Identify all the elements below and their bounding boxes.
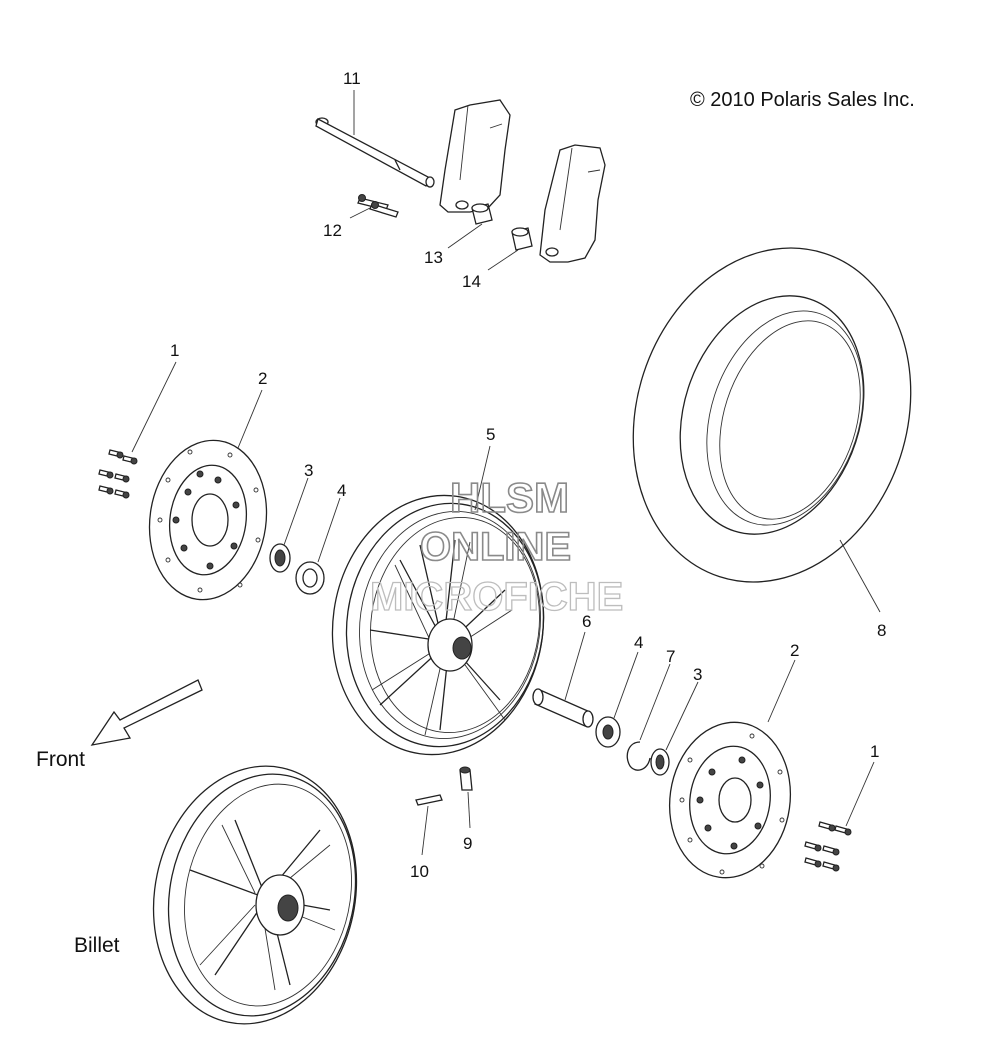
wheel-weight-part-10 (415, 794, 443, 806)
copyright-text: © 2010 Polaris Sales Inc. (690, 89, 915, 111)
fork-leg-left (439, 99, 511, 213)
seal-left-part-3 (269, 543, 291, 573)
callout-4-right: 4 (634, 633, 643, 652)
callout-1-right: 1 (870, 742, 879, 761)
spacer-part-14 (511, 227, 533, 251)
callout-7: 7 (666, 647, 675, 666)
spacer-tube-part-6 (532, 688, 594, 728)
bearing-left-part-4 (295, 561, 325, 595)
front-direction-arrow (90, 679, 203, 746)
pinch-bolts-part-12 (357, 194, 399, 218)
front-wheel-part-5 (331, 494, 545, 756)
callout-4-left: 4 (337, 481, 346, 500)
watermark-line-1: HLSM (450, 474, 569, 521)
callout-12: 12 (323, 221, 342, 240)
callout-6: 6 (582, 612, 591, 631)
callout-2-right: 2 (790, 641, 799, 660)
callout-5: 5 (486, 425, 495, 444)
front-label: Front (36, 748, 85, 771)
billet-wheel (152, 765, 358, 1025)
callout-14: 14 (462, 272, 481, 291)
callout-1-left: 1 (170, 341, 179, 360)
seal-right-part-3 (650, 748, 670, 776)
callout-11: 11 (343, 69, 361, 88)
fork-leg-right (539, 144, 606, 263)
rotor-bolts-left-part-1 (98, 449, 138, 499)
callout-13: 13 (424, 248, 443, 267)
tire-part-8 (632, 247, 912, 583)
callout-3-right: 3 (693, 665, 702, 684)
watermark: HLSM ONLINE MICROFICHE (369, 473, 624, 619)
rotor-bolts-right-part-1 (804, 821, 852, 872)
brake-disc-left-part-2 (148, 439, 268, 601)
callout-2-left: 2 (258, 369, 267, 388)
bearing-right-part-4 (595, 716, 621, 748)
billet-label: Billet (74, 934, 120, 957)
callout-3-left: 3 (304, 461, 313, 480)
spacer-part-13 (471, 203, 493, 225)
callout-9: 9 (463, 834, 472, 853)
callout-8: 8 (877, 621, 886, 640)
valve-stem-part-9 (459, 766, 473, 791)
watermark-line-3: MICROFICHE (370, 575, 623, 619)
brake-disc-right-part-2 (668, 721, 792, 879)
callout-10: 10 (410, 862, 429, 881)
circlip-part-7 (626, 741, 651, 771)
axle-part-11 (315, 117, 435, 188)
watermark-line-2: ONLINE (420, 525, 571, 569)
